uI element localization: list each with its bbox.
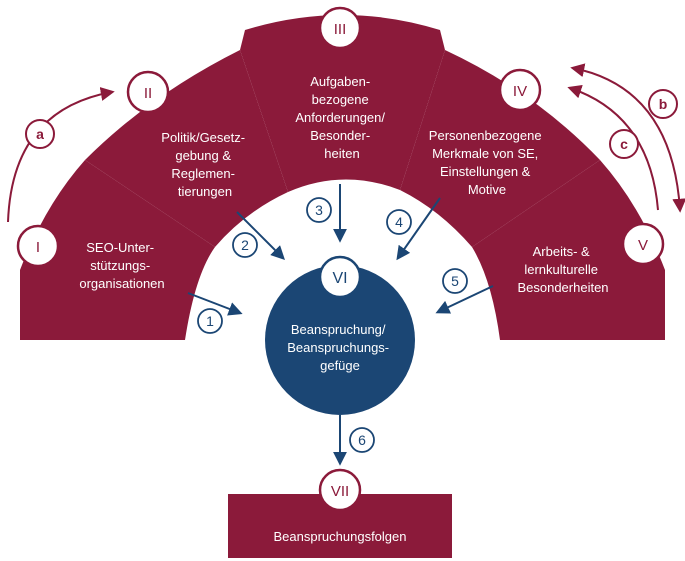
- center-roman: VI: [332, 270, 347, 287]
- segment-II-roman: II: [144, 85, 152, 102]
- arrow-4-number: 4: [395, 214, 403, 230]
- center-line-2: Beanspruchungs-: [287, 340, 389, 355]
- bottom-roman: VII: [331, 483, 349, 500]
- segment-II-line-3: Reglemen-: [171, 166, 235, 181]
- arrow-2: 2: [232, 211, 285, 260]
- loop-a-letter: a: [36, 126, 44, 142]
- segment-II-shape: [85, 50, 288, 247]
- segment-III-label: Aufgaben- bezogene Anforderungen/ Besond…: [295, 74, 388, 161]
- segment-V-badge: [621, 222, 665, 266]
- loop-c: c: [567, 84, 659, 211]
- bottom-node: Beanspruchungsfolgen VII: [228, 468, 452, 558]
- loop-c-badge: [609, 129, 639, 159]
- center-line-3: gefüge: [320, 358, 360, 373]
- segment-III: Aufgaben- bezogene Anforderungen/ Besond…: [240, 6, 445, 192]
- segment-III-line-2: bezogene: [312, 92, 369, 107]
- segment-V-label: Arbeits- & lernkulturelle Besonderheiten: [517, 244, 608, 295]
- bottom-badge: [318, 468, 362, 512]
- segment-V-line-2: lernkulturelle: [524, 262, 598, 277]
- segment-I: SEO-Unter- stützungs- organisationen I: [16, 160, 215, 340]
- arrow-3: 3: [306, 184, 347, 243]
- segment-II-badge: [126, 70, 170, 114]
- segment-II-line-4: tierungen: [178, 184, 232, 199]
- segment-IV-line-2: Merkmale von SE,: [432, 146, 538, 161]
- center-label: Beanspruchung/ Beanspruchungs- gefüge: [287, 322, 393, 373]
- segment-III-roman: III: [334, 21, 347, 38]
- arrow-3-badge: [306, 197, 332, 223]
- segment-II-label: Politik/Gesetz- gebung & Reglemen- tieru…: [161, 130, 248, 199]
- arrow-2-line: [236, 211, 285, 260]
- arrow-6-number: 6: [358, 432, 366, 448]
- segment-I-line-1: SEO-Unter-: [86, 240, 154, 255]
- loop-b-letter: b: [659, 96, 668, 112]
- arrow-4: 4: [386, 197, 441, 261]
- segment-IV-line-4: Motive: [468, 182, 506, 197]
- loop-a: a: [7, 87, 115, 223]
- segment-V-line-3: Besonderheiten: [517, 280, 608, 295]
- segment-I-line-3: organisationen: [79, 276, 164, 291]
- center-circle: [265, 265, 415, 415]
- segment-III-line-4: Besonder-: [310, 128, 370, 143]
- segment-I-shape: [20, 160, 215, 340]
- arrow-5-badge: [442, 268, 468, 294]
- arrow-1-badge: [197, 308, 223, 334]
- arrow-3-number: 3: [315, 202, 323, 218]
- segment-IV: Personenbezogene Merkmale von SE, Einste…: [400, 50, 600, 247]
- segment-I-badge: [16, 224, 60, 268]
- segment-IV-shape: [400, 50, 600, 247]
- segment-III-line-1: Aufgaben-: [310, 74, 370, 89]
- loop-c-letter: c: [620, 136, 628, 152]
- arrow-4-badge: [386, 209, 412, 235]
- segment-IV-label: Personenbezogene Merkmale von SE, Einste…: [429, 128, 545, 197]
- segment-III-shape: [240, 15, 445, 192]
- segment-III-line-5: heiten: [324, 146, 359, 161]
- center-line-1: Beanspruchung/: [291, 322, 386, 337]
- segment-I-label: SEO-Unter- stützungs- organisationen: [79, 240, 164, 291]
- loop-b-badge: [648, 89, 678, 119]
- center-node: Beanspruchung/ Beanspruchungs- gefüge VI: [265, 255, 415, 415]
- segment-II: Politik/Gesetz- gebung & Reglemen- tieru…: [85, 50, 288, 247]
- arrow-2-badge: [232, 232, 258, 258]
- segment-IV-roman: IV: [513, 83, 527, 100]
- arrow-5: 5: [435, 268, 494, 314]
- segment-III-badge: [318, 6, 362, 50]
- loop-b: b: [570, 63, 685, 213]
- segment-II-line-1: Politik/Gesetz-: [161, 130, 245, 145]
- arrow-6-badge: [349, 427, 375, 453]
- arrow-6: 6: [333, 415, 375, 466]
- segment-I-line-2: stützungs-: [90, 258, 150, 273]
- arrow-1-number: 1: [206, 313, 214, 329]
- segment-V-line-1: Arbeits- &: [533, 244, 590, 259]
- segment-III-line-3: Anforderungen/: [295, 110, 385, 125]
- bottom-label: Beanspruchungsfolgen: [274, 529, 407, 544]
- arrow-5-line: [435, 285, 494, 314]
- segment-IV-line-1: Personenbezogene: [429, 128, 542, 143]
- arrow-1-line: [187, 292, 243, 316]
- loop-a-badge: [25, 119, 55, 149]
- center-badge: [318, 255, 362, 299]
- arrow-1: 1: [187, 292, 243, 334]
- arrow-2-number: 2: [241, 237, 249, 253]
- segment-IV-line-3: Einstellungen &: [440, 164, 531, 179]
- segment-V-roman: V: [638, 237, 648, 254]
- loop-b-arrow: [570, 63, 685, 213]
- arrow-4-line: [396, 197, 441, 261]
- segment-IV-badge: [498, 68, 542, 112]
- segment-I-roman: I: [36, 239, 40, 256]
- segment-II-line-2: gebung &: [175, 148, 231, 163]
- arrow-5-number: 5: [451, 273, 459, 289]
